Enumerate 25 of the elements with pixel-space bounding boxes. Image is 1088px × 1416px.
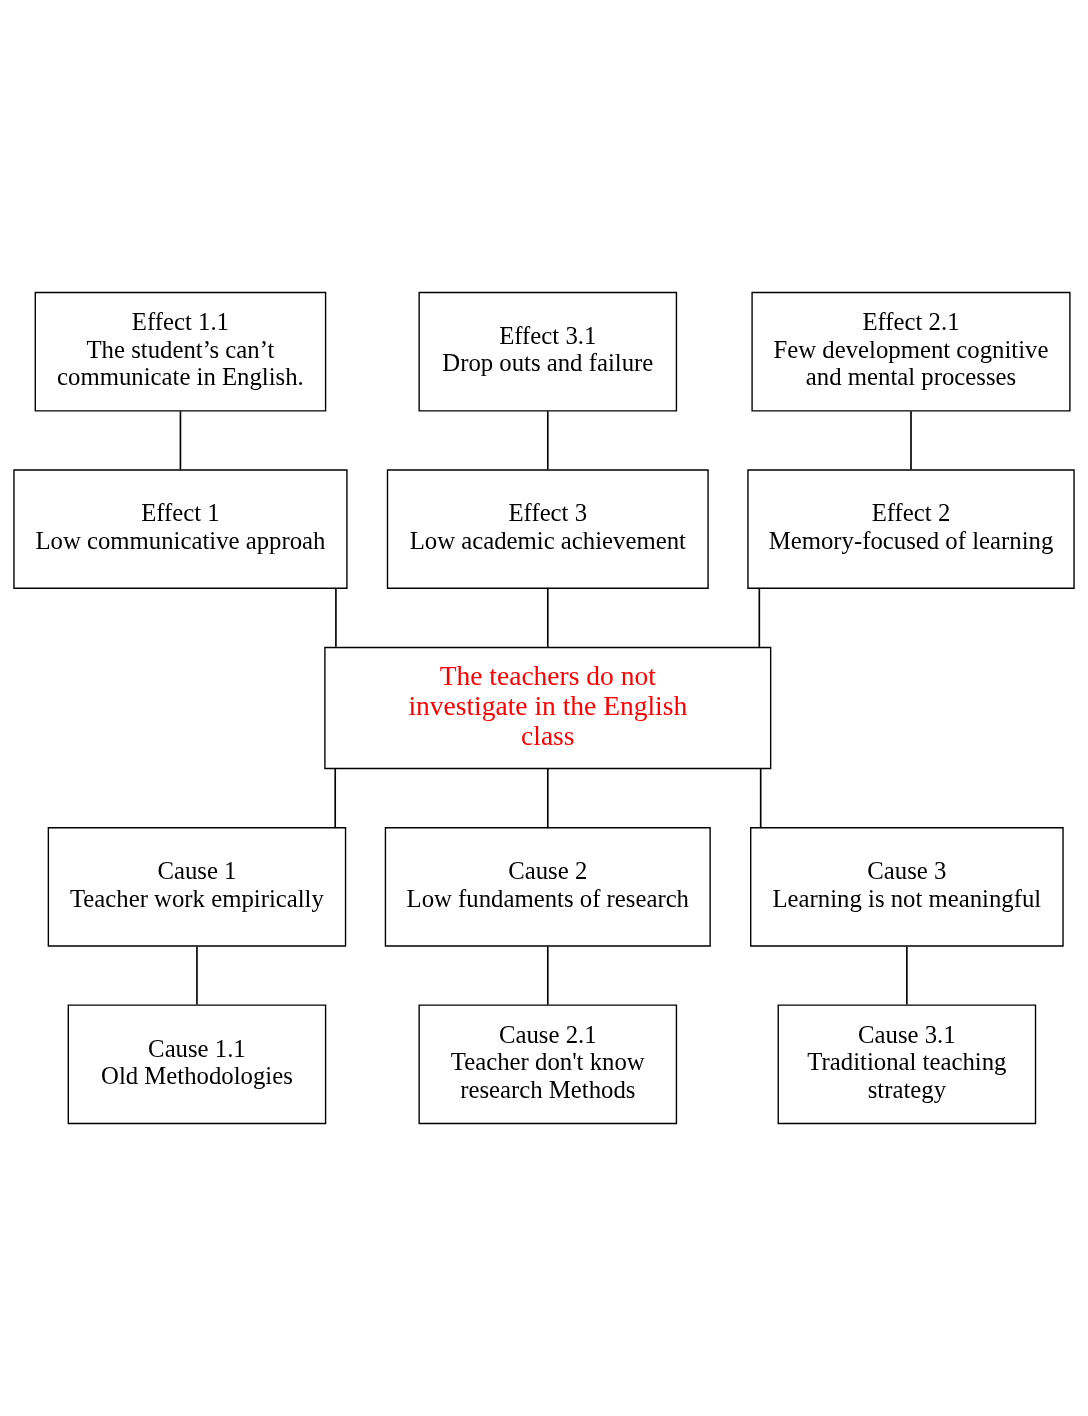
node-box: Effect 2 Memory-focused of learning [747,469,1075,589]
connector [546,587,549,648]
node-box: Effect 2.1 Few development cognitive and mental processes [751,291,1071,412]
node-box: Cause 2 Low fundaments of research [384,827,711,947]
connector [759,767,762,829]
connector [546,410,549,471]
connector [196,945,198,1006]
connector [758,587,761,648]
connector [546,767,549,829]
connector [546,945,549,1006]
node-box: Effect 1 Low communicative approah [13,469,348,589]
node-box: The teachers do not investigate in the English class [324,646,772,770]
connector [179,410,182,471]
node-box: Effect 3 Low academic achievement [386,469,709,589]
node-box: Cause 3 Learning is not meaningful [750,827,1064,947]
node-box: Cause 1.1 Old Methodologies [67,1004,327,1125]
connector [906,945,908,1006]
node-box: Cause 2.1 Teacher don't know research Methods [418,1004,678,1125]
connector [910,410,912,471]
node-box: Effect 1.1 The student’s can’t communicate in English. [34,291,327,412]
node-box: Cause 1 Teacher work empirically [47,827,347,947]
node-box: Cause 3.1 Traditional teaching strategy [777,1004,1037,1125]
connector [335,587,337,648]
connector [334,767,337,829]
node-box: Effect 3.1 Drop outs and failure [418,291,678,412]
